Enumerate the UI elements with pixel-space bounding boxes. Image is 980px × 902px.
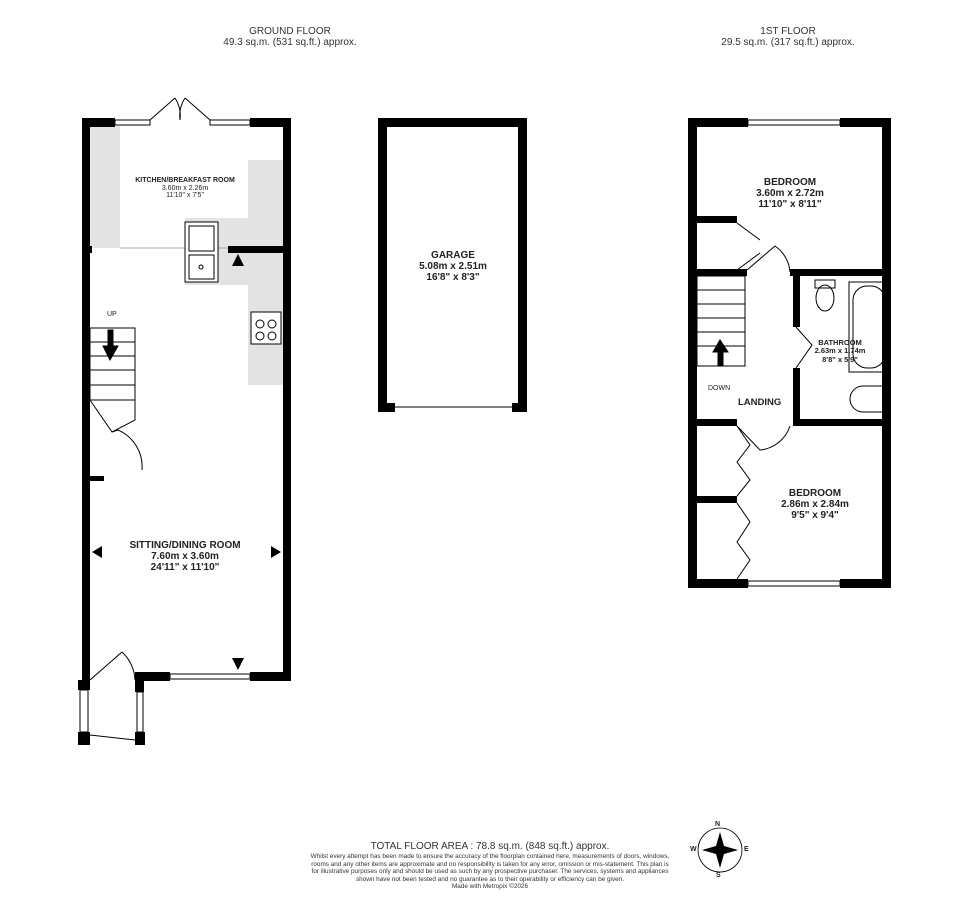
sitting-metric: 7.60m x 3.60m — [151, 551, 219, 562]
compass-e: E — [744, 846, 749, 853]
first-floor-windows — [747, 119, 890, 587]
compass-n: N — [715, 821, 721, 828]
bedroom2-label: BEDROOM 2.86m x 2.84m 9'5" x 9'4" — [755, 488, 875, 521]
garage-name: GARAGE — [431, 250, 475, 261]
ground-floor-header: GROUND FLOOR 49.3 sq.m. (531 sq.ft.) app… — [190, 26, 390, 48]
compass-s: S — [716, 872, 721, 879]
bedroom1-metric: 3.60m x 2.72m — [756, 188, 824, 199]
garage-metric: 5.08m x 2.51m — [419, 261, 487, 272]
french-doors-icon — [149, 97, 211, 121]
sitting-imperial: 24'11" x 11'10" — [150, 562, 220, 573]
kitchen-name: KITCHEN/BREAKFAST ROOM — [135, 177, 235, 184]
staircase-first — [696, 275, 746, 367]
stairs-up-label: UP — [107, 311, 117, 318]
first-floor-walls — [688, 118, 891, 588]
footer: TOTAL FLOOR AREA : 78.8 sq.m. (848 sq.ft… — [310, 840, 670, 891]
bathroom-metric: 2.63m x 1.74m — [814, 346, 866, 356]
bathroom-name: BATHROOM — [818, 338, 862, 347]
kitchen-label: KITCHEN/BREAKFAST ROOM 3.60m x 2.26m 11'… — [125, 177, 245, 200]
bedroom2-name: BEDROOM — [788, 488, 842, 499]
hob-icon — [250, 311, 282, 345]
garage-walls — [378, 118, 527, 412]
bedroom1-name: BEDROOM — [763, 177, 817, 188]
first-floor-title: 1ST FLOOR — [760, 26, 816, 37]
kitchen-imperial: 11'10" x 7'5" — [166, 192, 204, 200]
stairs-down-label: DOWN — [708, 385, 731, 392]
disclaimer: Whilst every attempt has been made to en… — [310, 853, 670, 883]
compass-icon — [697, 827, 743, 873]
bathroom-imperial: 8'8" x 5'9" — [822, 354, 858, 364]
garage-imperial: 16'8" x 8'3" — [426, 272, 480, 283]
total-floor-area: TOTAL FLOOR AREA : 78.8 sq.m. (848 sq.ft… — [370, 841, 610, 852]
first-floor-area: 29.5 sq.m. (317 sq.ft.) approx. — [721, 37, 855, 48]
sitting-label: SITTING/DINING ROOM 7.60m x 3.60m 24'11"… — [110, 540, 260, 573]
kitchen-metric: 3.60m x 2.26m — [161, 184, 209, 192]
ground-floor-arrows — [92, 254, 281, 670]
ground-floor-area: 49.3 sq.m. (531 sq.ft.) approx. — [223, 37, 357, 48]
compass-w: W — [690, 846, 697, 853]
bedroom1-label: BEDROOM 3.60m x 2.72m 11'10" x 8'11" — [730, 177, 850, 210]
first-floor-header: 1ST FLOOR 29.5 sq.m. (317 sq.ft.) approx… — [688, 26, 888, 48]
staircase-ground — [89, 327, 143, 471]
ground-floor-walls — [78, 118, 291, 745]
bedroom1-imperial: 11'10" x 8'11" — [758, 199, 822, 210]
sitting-name: SITTING/DINING ROOM — [129, 540, 241, 551]
bathroom-label: BATHROOM 2.63m x 1.74m 8'8" x 5'9" — [800, 338, 880, 364]
porch-door-icon — [89, 651, 136, 741]
first-floor-doors — [736, 222, 813, 580]
garage-label: GARAGE 5.08m x 2.51m 16'8" x 8'3" — [393, 250, 513, 283]
credit: Made with Metropix ©2026 — [451, 883, 529, 891]
ground-floor-title: GROUND FLOOR — [249, 26, 331, 37]
landing-label: LANDING — [738, 397, 782, 408]
bedroom2-imperial: 9'5" x 9'4" — [791, 510, 839, 521]
sink-icon — [184, 221, 219, 283]
bedroom2-metric: 2.86m x 2.84m — [781, 499, 849, 510]
